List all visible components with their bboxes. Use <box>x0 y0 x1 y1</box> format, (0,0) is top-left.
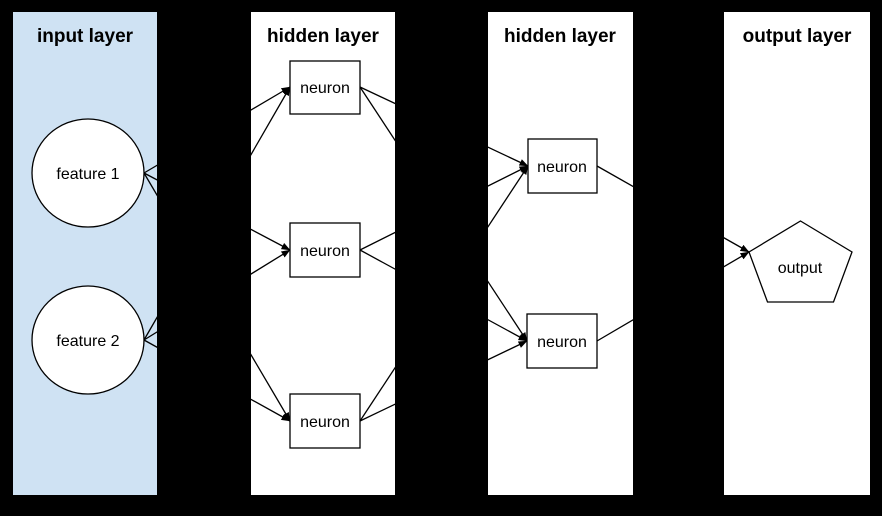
connector-f1-h1b <box>143 172 291 251</box>
node-hidden2-neuron-2[interactable] <box>526 313 598 369</box>
node-output[interactable] <box>748 220 853 303</box>
connector-f2-h1b <box>143 249 291 341</box>
connector-h1a-h2a <box>359 86 529 167</box>
panel-input-layer <box>13 12 157 495</box>
node-hidden1-neuron-1-label: neuron <box>300 80 350 97</box>
node-feature-1-label: feature 1 <box>56 166 119 183</box>
node-output-label: output <box>778 260 823 277</box>
node-hidden1-neuron-3-label: neuron <box>300 414 350 431</box>
connector-h1c-h2a <box>359 165 529 422</box>
connector-h2b-out <box>596 251 750 342</box>
title-input-layer: input layer <box>37 26 134 47</box>
connector-f1-h1c <box>143 172 291 422</box>
panel-hidden-layer-2 <box>488 12 633 495</box>
title-output-layer: output layer <box>743 26 852 47</box>
node-hidden1-neuron-3[interactable] <box>289 393 361 449</box>
node-hidden2-neuron-1[interactable] <box>527 138 598 194</box>
connector-h1c-h2b <box>359 340 528 422</box>
node-hidden2-neuron-1-label: neuron <box>537 159 587 176</box>
title-hidden-layer-2: hidden layer <box>504 26 617 47</box>
connector-h1a-h2b <box>359 86 528 342</box>
node-hidden2-neuron-2-label: neuron <box>537 334 587 351</box>
connector-f1-h1a <box>143 86 291 174</box>
connector-f2-h1c <box>143 339 291 422</box>
node-feature-2-label: feature 2 <box>56 333 119 350</box>
connector-h1b-h2b <box>359 249 528 342</box>
connector-h1b-h2a <box>359 165 529 251</box>
connector-f2-h1a <box>143 86 291 341</box>
connectors-group <box>143 86 750 422</box>
title-hidden-layer-1: hidden layer <box>267 26 380 47</box>
connector-h2a-out <box>596 165 750 253</box>
node-hidden1-neuron-2-label: neuron <box>300 243 350 260</box>
